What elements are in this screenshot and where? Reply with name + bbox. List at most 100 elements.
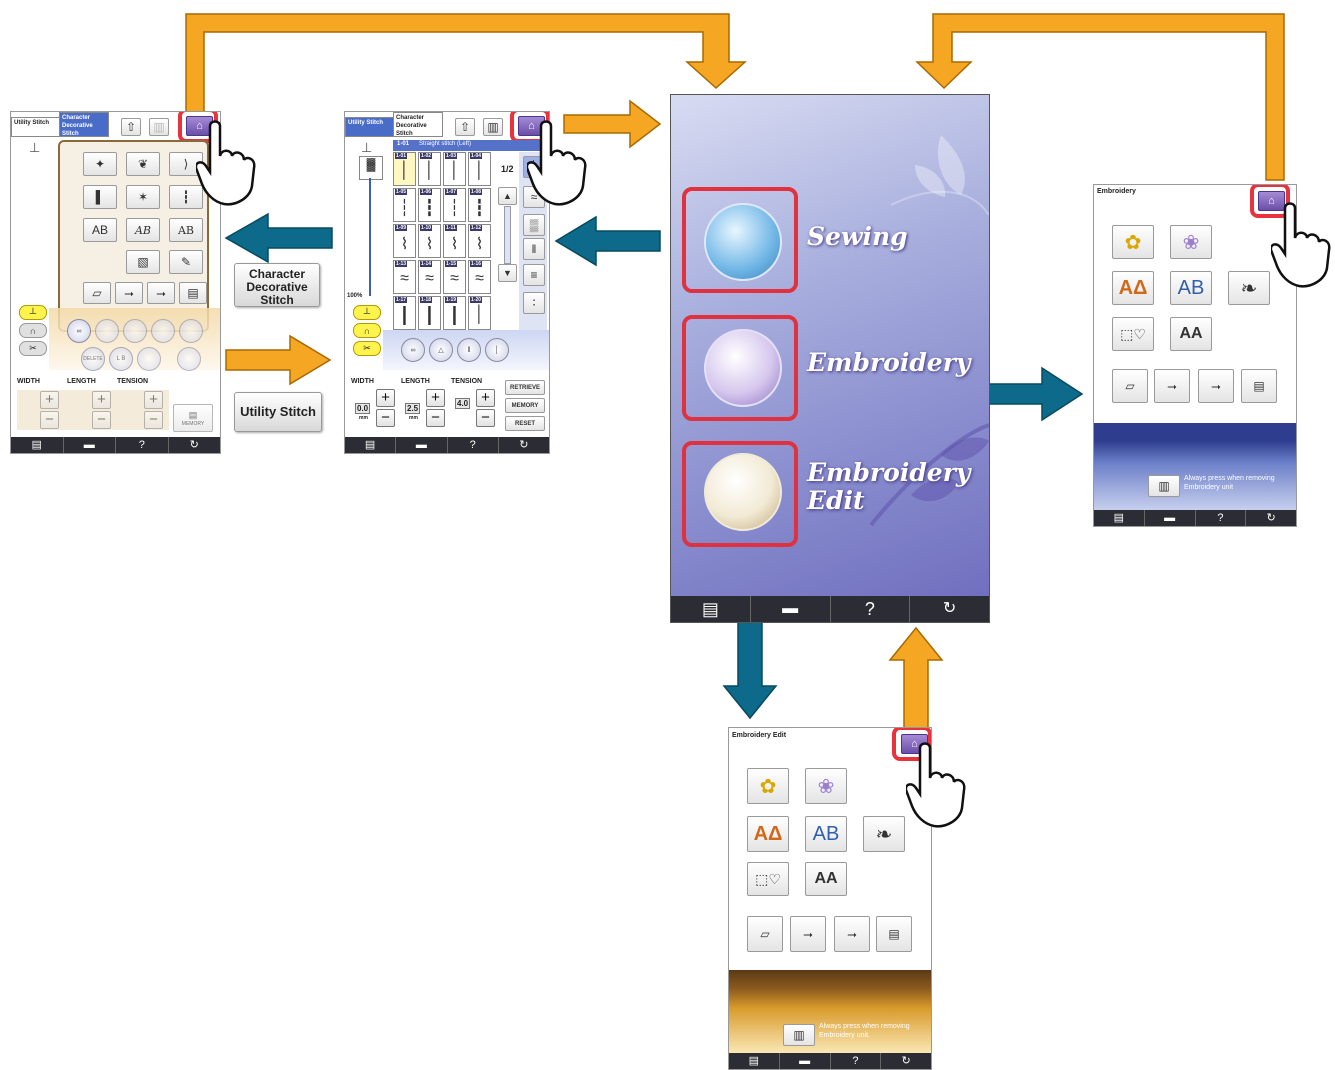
- decorative-pattern-1[interactable]: ✦: [83, 152, 117, 176]
- embroidery-edit-button[interactable]: [682, 441, 798, 547]
- stitch-cell[interactable]: 1-09⌇: [393, 224, 416, 258]
- usb-icon[interactable]: ⭢: [790, 916, 826, 952]
- decorative-pattern-2[interactable]: ❦: [126, 152, 160, 176]
- foot-button[interactable]: ⇧: [455, 118, 475, 136]
- sewing-button[interactable]: [682, 187, 798, 293]
- length-minus-button[interactable]: −: [92, 411, 111, 429]
- tension-minus-button[interactable]: −: [476, 409, 495, 427]
- flower-pattern-icon[interactable]: ✿: [1112, 225, 1154, 259]
- stitch-cell[interactable]: 1-06┇: [418, 188, 441, 222]
- stitch-size-button[interactable]: ‖: [457, 338, 481, 362]
- alphabet-block-icon[interactable]: AB: [1170, 271, 1212, 305]
- stitch-cell[interactable]: 1-16≈: [468, 260, 491, 294]
- retrieve-button[interactable]: RETRIEVE: [505, 380, 545, 395]
- stitch-cell[interactable]: 1-17┃: [393, 296, 416, 330]
- help-button[interactable]: ?: [1196, 510, 1247, 526]
- frame-pattern-icon[interactable]: ⬚♡: [1112, 317, 1154, 351]
- manual-icon[interactable]: ▤: [671, 596, 751, 622]
- help-button[interactable]: ?: [116, 437, 169, 453]
- font-script-button[interactable]: AB: [126, 218, 160, 242]
- usb-mouse-icon[interactable]: ⭢: [147, 282, 175, 304]
- flower-pattern-icon[interactable]: ✿: [747, 768, 789, 804]
- computer-icon[interactable]: ▤: [1241, 369, 1277, 403]
- book-button[interactable]: ▥: [149, 118, 169, 136]
- stitch-cell[interactable]: 1-03│: [443, 152, 466, 186]
- stitch-cell[interactable]: 1-01│: [393, 152, 416, 186]
- stitch-cell[interactable]: 1-14≈: [418, 260, 441, 294]
- reset-button[interactable]: RESET: [505, 416, 545, 431]
- tension-plus-button[interactable]: +: [476, 389, 495, 407]
- tab-utility-stitch[interactable]: Utility Stitch: [11, 117, 61, 137]
- font-style-icon[interactable]: AA: [805, 862, 847, 896]
- monogram-icon[interactable]: ❧: [863, 816, 905, 852]
- cut-button[interactable]: ✂: [353, 341, 381, 356]
- stitch-cell[interactable]: 1-04│: [468, 152, 491, 186]
- machine-memory-icon[interactable]: ▱: [83, 282, 111, 304]
- machine-icon[interactable]: ▬: [780, 1053, 831, 1069]
- usb-icon[interactable]: ⭢: [115, 282, 143, 304]
- stitch-cell[interactable]: 1-18┃: [418, 296, 441, 330]
- length-plus-button[interactable]: +: [92, 391, 111, 409]
- stitch-cell[interactable]: 1-08┇: [468, 188, 491, 222]
- density-button[interactable]: [179, 319, 203, 343]
- width-plus-button[interactable]: +: [40, 391, 59, 409]
- category-eyelet-icon[interactable]: ∶: [523, 292, 545, 314]
- tension-minus-button[interactable]: −: [144, 411, 163, 429]
- computer-icon[interactable]: ▤: [179, 282, 207, 304]
- elongation-button[interactable]: [177, 347, 201, 371]
- settings-icon[interactable]: ↻: [1266, 512, 1276, 524]
- carriage-icon[interactable]: ▥: [783, 1024, 815, 1046]
- decorative-pattern-4[interactable]: ▌: [83, 185, 117, 209]
- font-style-icon[interactable]: AA: [1170, 317, 1212, 351]
- delete-button[interactable]: DELETE: [81, 347, 105, 371]
- manual-icon[interactable]: ▤: [345, 437, 397, 453]
- category-buttonhole-icon[interactable]: ‖: [523, 238, 545, 260]
- my-custom-stitch-button[interactable]: ▧: [126, 250, 160, 274]
- width-plus-button[interactable]: +: [376, 389, 395, 407]
- utility-stitch-button[interactable]: Utility Stitch: [234, 392, 322, 432]
- category-decorative-icon[interactable]: ▒: [523, 214, 545, 236]
- mirror-button[interactable]: [95, 319, 119, 343]
- cut-button[interactable]: ✂: [19, 341, 47, 356]
- help-button[interactable]: ?: [831, 596, 911, 622]
- machine-icon[interactable]: ▬: [751, 596, 831, 622]
- tab-character-decorative[interactable]: Character Decorative Stitch: [393, 112, 443, 137]
- length-plus-button[interactable]: +: [426, 389, 445, 407]
- width-minus-button[interactable]: −: [40, 411, 59, 429]
- foot-button[interactable]: ⇧: [121, 118, 141, 136]
- carriage-icon[interactable]: ▥: [1148, 475, 1180, 497]
- tab-character-decorative[interactable]: Character Decorative Stitch: [59, 112, 109, 137]
- twin-needle-button[interactable]: ∞: [67, 319, 91, 343]
- floral-frame-icon[interactable]: ❀: [1170, 225, 1212, 259]
- home-button[interactable]: ⌂: [1258, 191, 1285, 211]
- stitch-cell[interactable]: 1-12⌇: [468, 224, 491, 258]
- stitch-cell[interactable]: 1-10⌇: [418, 224, 441, 258]
- help-button[interactable]: ?: [448, 437, 499, 453]
- tab-utility-stitch[interactable]: Utility Stitch: [345, 117, 395, 137]
- stitch-cell[interactable]: 1-07┆: [443, 188, 466, 222]
- font-outline-button[interactable]: AB: [169, 218, 203, 242]
- settings-icon[interactable]: ↻: [519, 439, 529, 451]
- reverse-button[interactable]: ∩: [19, 323, 47, 338]
- category-satin-icon[interactable]: ≡: [523, 264, 545, 286]
- presser-foot-button[interactable]: ┴: [353, 305, 381, 320]
- stitch-cell[interactable]: 1-20│: [468, 296, 491, 330]
- embroidery-button[interactable]: [682, 315, 798, 421]
- free-motion-button[interactable]: │: [485, 338, 509, 362]
- length-minus-button[interactable]: −: [426, 409, 445, 427]
- alphabet-block-icon[interactable]: AB: [805, 816, 847, 852]
- memory-button[interactable]: MEMORY: [505, 398, 545, 413]
- lb-button[interactable]: L B: [109, 347, 133, 371]
- manual-icon[interactable]: ▤: [11, 437, 64, 453]
- stitch-cell[interactable]: 1-02│: [418, 152, 441, 186]
- machine-icon[interactable]: ▬: [64, 437, 116, 453]
- monogram-icon[interactable]: ❧: [1228, 271, 1270, 305]
- manual-icon[interactable]: ▤: [729, 1053, 780, 1069]
- settings-icon[interactable]: ↻: [942, 600, 957, 617]
- mirror-vertical-button[interactable]: [151, 319, 175, 343]
- settings-icon[interactable]: ↻: [901, 1055, 911, 1067]
- decorative-pattern-6[interactable]: ┇: [169, 185, 203, 209]
- character-decorative-stitch-button[interactable]: Character Decorative Stitch: [234, 263, 320, 307]
- book-button[interactable]: ▥: [483, 118, 503, 136]
- scroll-down-button[interactable]: ▼: [498, 264, 517, 282]
